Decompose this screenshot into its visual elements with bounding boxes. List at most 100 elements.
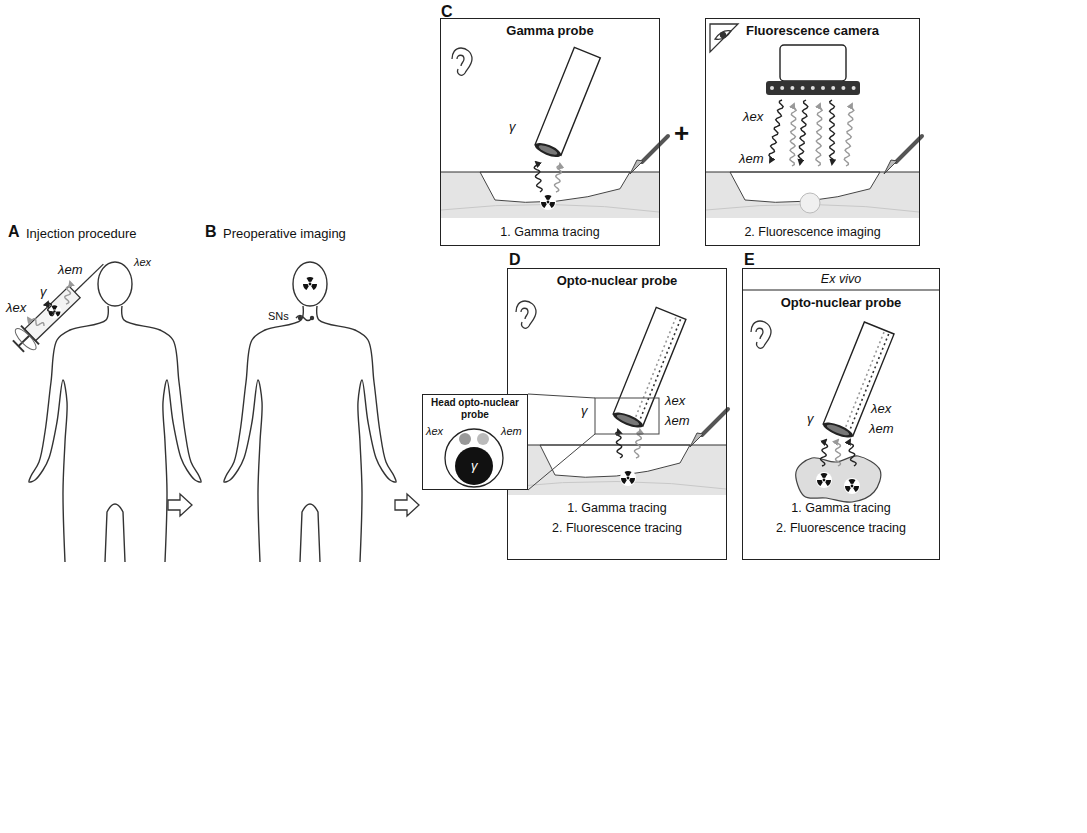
radiation-blade [307,277,314,282]
tissue [706,172,919,218]
radiation-blade [549,202,555,208]
radiation-symbol [816,472,832,488]
panel-divider [742,289,940,290]
excised-specimen [796,456,881,502]
excitation-fiber [459,433,471,445]
flow-arrow [168,494,192,516]
zoom-line [528,394,595,398]
wave-arrow [816,104,822,166]
wave-arrow [534,162,542,192]
symbol-label: λem [869,421,893,437]
panel-text: 2. Fluorescence tracing [743,521,939,536]
ear-outline [452,48,472,75]
ear-outline [516,301,536,328]
panel-text: Opto-nuclear probe [743,295,939,311]
radiation-symbol [620,470,636,486]
panel-letter: E [744,250,755,269]
panel-text: Opto-nuclear probe [508,273,726,289]
camera-led [780,86,784,90]
radiation-center [851,485,854,488]
emission-fiber [477,433,489,445]
flow-arrow [395,494,419,516]
scalpel-blade [630,160,643,174]
sentinel-nodes [296,316,312,321]
radiation-center [627,477,630,480]
symbol-label: λex [871,401,891,417]
body-outline [122,306,201,562]
sentinel-node [298,316,302,320]
probe-head-outer [445,429,503,487]
scalpel-handle [896,136,922,162]
panel-box: Gamma probe γ 1. Gamma tracing [440,18,660,246]
camera-led [770,86,774,90]
panel-letter: A [8,222,20,241]
scalpel-handle [642,136,668,162]
radiation-blade [845,486,851,492]
leg-gap [105,504,125,562]
ear-inner [521,308,528,319]
leg-gap [300,504,320,562]
panel-box: Fluorescence cameraλexλem2. Fluorescence… [705,18,920,246]
symbol-label: λem [58,262,82,278]
zoom-line [528,434,595,490]
probe-tip [821,419,854,440]
node-label: SNs [268,310,289,323]
radiation-ground [620,470,636,486]
probe-tip-inner [616,413,641,428]
radiation-symbol [844,478,860,494]
symbol-label: γ [581,403,588,419]
wave-arrow [849,440,857,466]
panel-text: 1. Gamma tracing [441,225,659,240]
panel-text: Head opto-nuclear probe [423,397,527,421]
wave-arrow [844,104,854,166]
panel-text: Gamma probe [441,23,659,39]
wave-arrow [555,164,562,192]
body-outline [317,306,396,562]
probe [533,47,600,159]
panel-text: Fluorescence camera [706,23,919,39]
radiation-blade [629,478,635,484]
symbol-label: λex [426,425,443,438]
body-outline [29,306,108,562]
surgical-cut [480,172,630,202]
wave-arrow [821,440,828,466]
panel-heading: Preoperative imaging [223,226,346,242]
eye-frame [710,24,738,52]
probe [611,307,686,430]
radiation-ground [816,472,832,488]
symbol-label: λem [501,425,522,438]
lymph-vessel [508,481,726,489]
radiation-center [547,201,550,204]
syringe-ring [12,326,39,353]
radiation-blade [311,284,317,290]
wave-arrow [769,100,783,162]
symbol-label: λex [665,393,685,409]
artwork [9,24,940,562]
scalpel-handle [702,409,728,435]
inset-box: Head opto-nuclear probeλexλemγ [422,394,528,490]
sentinel-node [310,316,314,320]
zoom-frame [595,398,659,434]
symbol-label: γ [509,119,516,135]
wave-arrow [48,302,54,316]
ear-icon [751,321,771,348]
probe-body [613,307,686,426]
radiation-blade [825,480,831,486]
ear-outline [751,321,771,348]
radiation-blade [853,486,859,492]
radiation-blade [51,305,57,309]
symbol-label: λex [743,109,763,125]
radiation-blade [303,284,309,290]
probe-tip [611,409,644,430]
camera-led [801,86,805,90]
scalpel-blade [884,160,897,174]
radiation-center [309,283,312,286]
scalpel-blade [690,433,703,447]
probe-head-cross-section [423,395,526,488]
radiation-blade [541,202,547,208]
ear-inner [756,328,763,339]
radiation-blade [821,473,828,478]
eye-shape [715,31,731,40]
